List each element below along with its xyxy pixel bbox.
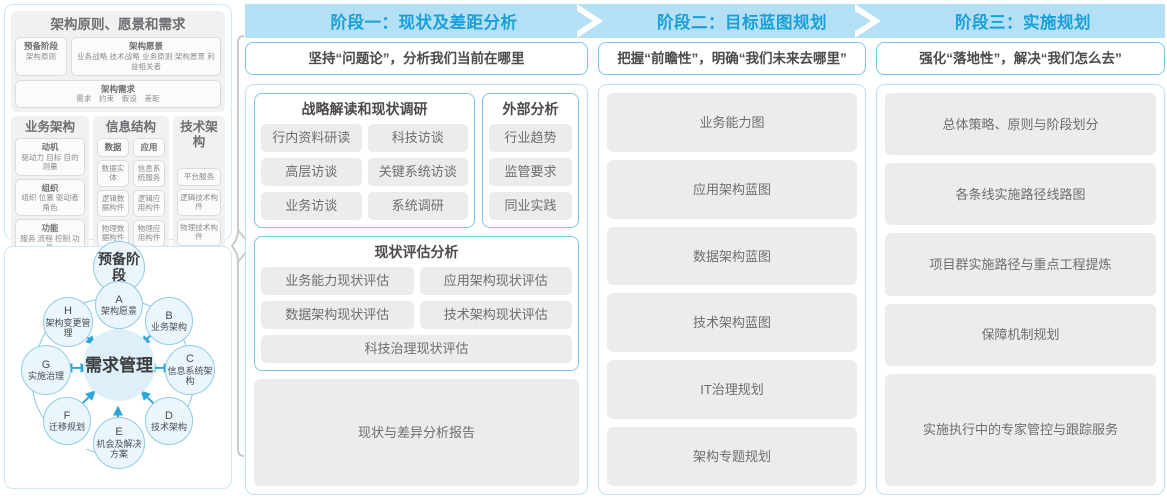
adm-node-c[interactable]: C 信息系统架构 (165, 345, 215, 395)
column-business-architecture: 业务架构 动机 驱动力 目标 目的 测量 组织 组织 位置 驱动者 角色 功能 (11, 116, 89, 262)
phase-1-top-row: 战略解读和现状调研 行内资料研读 科技访谈 高层访谈 关键系统访谈 业务访谈 系… (254, 93, 579, 228)
chevron-right-icon-2 (855, 4, 881, 38)
cell-logical-technology-component: 逻辑技术构件 (177, 188, 221, 216)
adm-node-d[interactable]: D 技术架构 (145, 397, 193, 445)
adm-node-center-requirements[interactable]: 需求管理 (83, 329, 155, 401)
chip-item[interactable]: 行内资料研读 (261, 124, 362, 152)
chip-item[interactable]: 业务访谈 (261, 192, 362, 220)
phase-column-3: 强化“落地性”，解决“我们怎么去” 总体策略、原则与阶段划分 各条线实施路径线路… (876, 42, 1165, 495)
chip-item[interactable]: 总体策略、原则与阶段划分 (885, 93, 1156, 156)
adm-cycle-diagram: 预备阶段 需求管理 A 架构愿景 B 业务架构 C 信息系统架构 D 技术架构 (4, 241, 232, 489)
adm-node-f[interactable]: F 迁移规划 (43, 397, 91, 445)
chip-item[interactable]: 高层访谈 (261, 158, 362, 186)
cell-motivation: 动机 驱动力 目标 目的 测量 (15, 138, 85, 176)
phase-banner-3[interactable]: 阶段三：实施规划 (881, 4, 1165, 38)
chip-item[interactable]: 架构专题规划 (607, 427, 857, 486)
cell-physical-application-component: 物理应用构件 (133, 219, 165, 248)
chip-item[interactable]: 同业实践 (489, 192, 572, 220)
chip-item[interactable]: 技术架构现状评估 (419, 301, 572, 329)
chip-item[interactable]: 数据架构现状评估 (261, 301, 414, 329)
adm-node-b[interactable]: B 业务架构 (145, 297, 193, 345)
chip-item[interactable]: 保障机制规划 (885, 303, 1156, 366)
architecture-principles-group: 架构原则、愿景和需求 预备阶段 架构原则 架构愿景 业务战略 技术战略 业务原则… (11, 11, 225, 112)
cell-logical-application-component: 逻辑应用构件 (133, 189, 165, 217)
phase-3-subtitle: 强化“落地性”，解决“我们怎么去” (876, 42, 1165, 75)
adm-node-e[interactable]: E 机会及解决方案 (93, 417, 145, 469)
cell-information-system-service: 信息系统服务 (133, 159, 165, 187)
cell-physical-data-component: 物理数据构件 (97, 219, 129, 248)
chip-item[interactable]: IT治理规划 (607, 360, 857, 420)
group-current-state-assessment: 现状评估分析 业务能力现状评估 应用架构现状评估 数据架构现状评估 技术架构现状… (254, 236, 579, 371)
adm-node-h[interactable]: H 架构变更管理 (43, 297, 93, 347)
cell-architecture-vision: 架构愿景 业务战略 技术战略 业务原则 架构愿景 利益相关者 (71, 37, 221, 76)
column-technology-architecture: 技术架构 平台服务 逻辑技术构件 物理技术构件 (173, 116, 225, 262)
chip-item[interactable]: 实施执行中的专家管控与跟踪服务 (885, 373, 1156, 487)
chip-item[interactable]: 关键系统访谈 (367, 158, 468, 186)
chip-item[interactable]: 系统调研 (367, 192, 468, 220)
cell-architecture-requirements: 架构需求 需求 约束 假设 差距 (15, 79, 221, 108)
chip-item[interactable]: 业务能力现状评估 (261, 267, 414, 295)
cell-organization: 组织 组织 位置 驱动者 角色 (15, 178, 85, 217)
column-information-structure: 信息结构 数据 数据实体 逻辑数据构件 物理数据构件 应用 (93, 116, 169, 262)
chevron-right-icon-1 (577, 4, 603, 38)
adm-node-a[interactable]: A 架构愿景 (95, 281, 143, 329)
phase-banner-1[interactable]: 阶段一：现状及差距分析 (245, 4, 603, 38)
phase-columns: 坚持“问题论”，分析我们当前在哪里 战略解读和现状调研 行内资料研读 科技访谈 … (245, 42, 1165, 495)
chip-item[interactable]: 监管要求 (489, 158, 572, 186)
group-strategy-research: 战略解读和现状调研 行内资料研读 科技访谈 高层访谈 关键系统访谈 业务访谈 系… (254, 93, 475, 228)
phase-column-2: 把握“前瞻性”，明确“我们未来去哪里” 业务能力图 应用架构蓝图 数据架构蓝图 … (598, 42, 866, 495)
group-title: 架构原则、愿景和需求 (50, 17, 186, 32)
chip-item[interactable]: 数据架构蓝图 (607, 226, 857, 286)
phase-1-report-chip[interactable]: 现状与差异分析报告 (254, 379, 579, 486)
adm-node-g[interactable]: G 实施治理 (21, 345, 71, 395)
chip-item[interactable]: 技术架构蓝图 (607, 293, 857, 353)
togaf-content-framework: 架构原则、愿景和需求 预备阶段 架构原则 架构愿景 业务战略 技术战略 业务原则… (4, 4, 232, 313)
group-external-analysis: 外部分析 行业趋势 监管要求 同业实践 (482, 93, 579, 228)
cell-data-entity: 数据实体 (97, 159, 129, 187)
chip-item[interactable]: 业务能力图 (607, 93, 857, 152)
phase-1-subtitle: 坚持“问题论”，分析我们当前在哪里 (245, 42, 588, 75)
chip-item[interactable]: 行业趋势 (489, 124, 572, 152)
cell-prep-stage: 预备阶段 架构原则 (15, 37, 67, 76)
phase-banner-row: 阶段一：现状及差距分析 阶段二：目标蓝图规划 阶段三：实施规划 (245, 4, 1165, 38)
phase-1-body: 战略解读和现状调研 行内资料研读 科技访谈 高层访谈 关键系统访谈 业务访谈 系… (245, 84, 588, 495)
phase-3-body: 总体策略、原则与阶段划分 各条线实施路径线路图 项目群实施路径与重点工程提炼 保… (876, 84, 1165, 495)
phase-column-1: 坚持“问题论”，分析我们当前在哪里 战略解读和现状调研 行内资料研读 科技访谈 … (245, 42, 588, 495)
togaf-framework-panel: 架构原则、愿景和需求 预备阶段 架构原则 架构愿景 业务战略 技术战略 业务原则… (4, 4, 232, 495)
chip-item[interactable]: 应用架构现状评估 (419, 267, 572, 295)
chip-item[interactable]: 项目群实施路径与重点工程提炼 (885, 233, 1156, 296)
cell-application-header: 应用 (133, 138, 165, 157)
phase-banner-2[interactable]: 阶段二：目标蓝图规划 (603, 4, 881, 38)
cell-data-header: 数据 (97, 138, 129, 157)
chip-item[interactable]: 各条线实施路径线路图 (885, 163, 1156, 226)
chip-item[interactable]: 科技访谈 (367, 124, 468, 152)
cell-platform-service: 平台服务 (177, 168, 221, 186)
chip-item[interactable]: 应用架构蓝图 (607, 159, 857, 219)
cell-physical-technology-component: 物理技术构件 (177, 218, 221, 246)
phases-region: 阶段一：现状及差距分析 阶段二：目标蓝图规划 阶段三：实施规划 坚持“问题论”，… (245, 4, 1165, 495)
chip-item[interactable]: 科技治理现状评估 (261, 335, 572, 363)
cell-logical-data-component: 逻辑数据构件 (97, 189, 129, 217)
phase-2-subtitle: 把握“前瞻性”，明确“我们未来去哪里” (598, 42, 866, 75)
phase-2-body: 业务能力图 应用架构蓝图 数据架构蓝图 技术架构蓝图 IT治理规划 架构专题规划 (598, 84, 866, 495)
